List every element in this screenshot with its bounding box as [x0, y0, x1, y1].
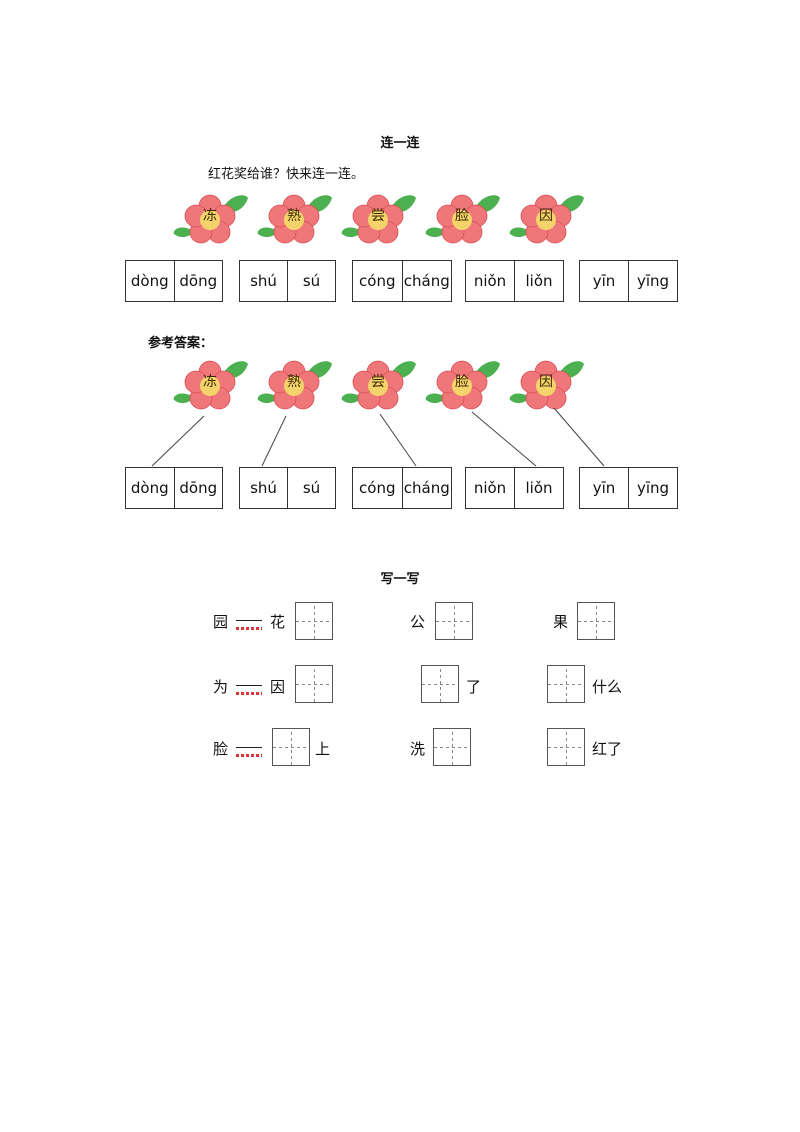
writing-grid[interactable]	[435, 602, 473, 640]
pinyin-box[interactable]: niǒn liǒn	[465, 260, 564, 302]
answer-label: 参考答案：	[148, 336, 214, 351]
connector-line	[471, 411, 537, 467]
writing-grid[interactable]	[295, 665, 333, 703]
pinyin-option[interactable]: yīng	[628, 468, 677, 508]
word-char: 因	[270, 678, 286, 696]
word-char: 公	[410, 613, 426, 631]
pinyin-option[interactable]: yīn	[592, 272, 616, 290]
writing-grid[interactable]	[577, 602, 615, 640]
flower-char: 冻	[203, 208, 217, 224]
writing-grid[interactable]	[421, 665, 459, 703]
word-char: 为	[213, 678, 229, 696]
pinyin-option[interactable]: cóng	[359, 272, 396, 290]
flower-char: 因	[539, 374, 553, 390]
flower-icon: 因	[506, 360, 586, 416]
word-char: 洗	[410, 740, 426, 758]
word-char: 脸	[213, 740, 229, 758]
pinyin-option[interactable]: dòng	[130, 272, 169, 290]
connector-line	[151, 415, 205, 467]
writing-grid[interactable]	[272, 728, 310, 766]
word-char: 了	[466, 678, 482, 696]
pinyin-option[interactable]: niǒn	[473, 272, 507, 290]
flower-char: 脸	[455, 208, 469, 224]
flower-icon: 因	[506, 194, 586, 250]
fill-blank	[236, 620, 262, 630]
connector-line	[261, 415, 287, 467]
connector-line	[553, 407, 605, 467]
pinyin-option[interactable]: yīng	[628, 261, 677, 301]
pinyin-option[interactable]: sú	[287, 468, 335, 508]
pinyin-option[interactable]: shú	[250, 272, 277, 290]
pinyin-option[interactable]: liǒn	[514, 261, 563, 301]
writing-grid[interactable]	[433, 728, 471, 766]
word-char: 果	[553, 613, 569, 631]
pinyin-box[interactable]: niǒn liǒn	[465, 467, 564, 509]
writing-grid[interactable]	[547, 728, 585, 766]
pinyin-option[interactable]: dōng	[173, 468, 223, 508]
writing-grid[interactable]	[547, 665, 585, 703]
flower-char: 因	[539, 208, 553, 224]
flower-icon: 熟	[254, 194, 334, 250]
flower-icon: 尝	[338, 194, 418, 250]
pinyin-option[interactable]: cháng	[401, 468, 452, 508]
pinyin-option[interactable]: cháng	[401, 261, 452, 301]
word-char: 什么	[592, 678, 623, 696]
flower-char: 冻	[203, 374, 217, 390]
flower-char: 脸	[455, 374, 469, 390]
pinyin-option[interactable]: liǒn	[514, 468, 563, 508]
section-title-write: 写一写	[380, 572, 420, 587]
pinyin-box[interactable]: cóng cháng	[352, 467, 452, 509]
flower-char: 熟	[287, 208, 301, 224]
pinyin-option[interactable]: niǒn	[473, 479, 507, 497]
pinyin-option[interactable]: shú	[250, 479, 277, 497]
connector-line	[379, 413, 417, 467]
pinyin-option[interactable]: dòng	[130, 479, 169, 497]
flower-icon: 脸	[422, 360, 502, 416]
word-char: 园	[213, 613, 229, 631]
pinyin-option[interactable]: sú	[287, 261, 335, 301]
pinyin-option[interactable]: yīn	[592, 479, 616, 497]
section-title-connect: 连一连	[380, 136, 420, 151]
writing-grid[interactable]	[295, 602, 333, 640]
word-char: 上	[315, 740, 331, 758]
fill-blank	[236, 685, 262, 695]
answer-connector-lines	[151, 407, 605, 467]
flower-icon: 脸	[422, 194, 502, 250]
flower-icon: 冻	[170, 194, 250, 250]
instruction-text: 红花奖给谁？快来连一连。	[208, 167, 365, 182]
word-char: 红了	[592, 740, 623, 758]
flower-char: 尝	[371, 208, 385, 224]
flower-icon: 熟	[254, 360, 334, 416]
word-char: 花	[270, 613, 286, 631]
pinyin-box[interactable]: cóng cháng	[352, 260, 452, 302]
pinyin-option[interactable]: cóng	[359, 479, 396, 497]
fill-blank	[236, 747, 262, 757]
pinyin-option[interactable]: dōng	[173, 261, 223, 301]
flower-char: 尝	[371, 374, 385, 390]
flower-icon: 冻	[170, 360, 250, 416]
flower-char: 熟	[287, 374, 301, 390]
flower-icon: 尝	[338, 360, 418, 416]
